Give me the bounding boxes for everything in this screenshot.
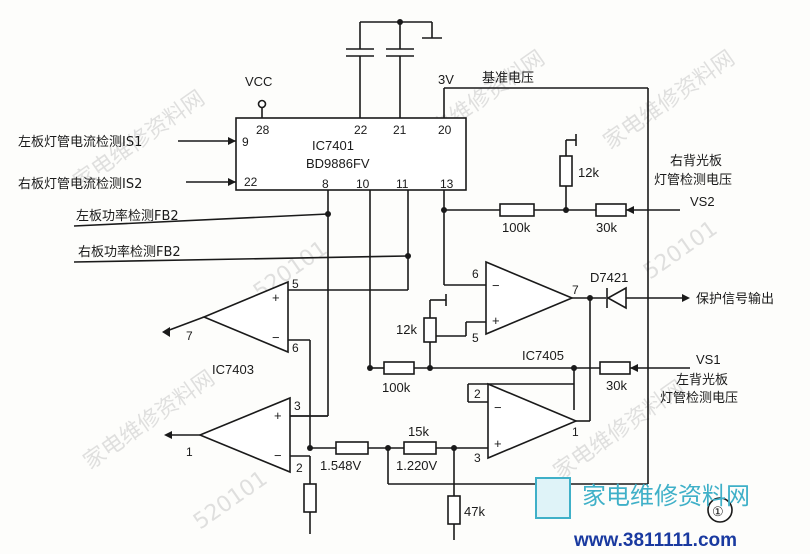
- ic7403-label: IC7403: [212, 362, 254, 377]
- watermark-number: 520101: [639, 216, 722, 285]
- ic7405-pin6: 6: [472, 267, 479, 281]
- capacitors-top: [346, 19, 442, 118]
- resistor-100k-mid-label: 100k: [382, 380, 411, 395]
- opamp-plus: +: [492, 313, 500, 328]
- pin-10: 10: [356, 177, 370, 191]
- vs1-label: VS1: [696, 352, 721, 367]
- pin-9: 9: [242, 135, 249, 149]
- fb2b-wire: [73, 255, 409, 263]
- resistor-100k-mid: [383, 361, 415, 375]
- resistor-47k: [447, 495, 461, 525]
- ic7405-pin2: 2: [474, 387, 481, 401]
- ic7401-name: IC7401: [312, 138, 354, 153]
- opamp-minus: −: [494, 400, 502, 415]
- resistor-30k-mid-label: 30k: [606, 378, 627, 393]
- pin-8: 8: [322, 177, 329, 191]
- pin-22-left: 22: [244, 175, 258, 189]
- ic7405-pin1: 1: [572, 425, 579, 439]
- resistor-100k-top-label: 100k: [502, 220, 531, 235]
- input-is2-label: 右板灯管电流检测IS2: [18, 177, 142, 192]
- watermark-text: 家电维修资料网: [599, 46, 740, 155]
- resistor-divider-1: [335, 441, 369, 455]
- input-fb2-left-label: 左板功率检测FB2: [76, 208, 179, 224]
- ic7405-label: IC7405: [522, 348, 564, 363]
- figure-number-circle: [707, 497, 733, 523]
- resistor-12k-top: [559, 155, 573, 187]
- resistor-30k-top: [595, 203, 627, 217]
- voltage-1220: 1.220V: [396, 458, 438, 473]
- vs2-arrow-icon: [626, 206, 634, 214]
- resistor-100k-top: [499, 203, 535, 217]
- ic7401-body: [235, 117, 467, 191]
- resistor-15k: [403, 441, 437, 455]
- input-is1-label: 左板灯管电流检测IS1: [18, 135, 142, 150]
- ic7403-pin7: 7: [186, 329, 193, 343]
- ic7403-opamp: [201, 280, 289, 354]
- ic7405-pin3: 3: [474, 451, 481, 465]
- opamp-plus: +: [272, 290, 280, 305]
- resistor-ground-left: [303, 483, 317, 513]
- ic7405-lower-opamp: [487, 382, 579, 460]
- resistor-30k-mid: [599, 361, 631, 375]
- opamp-minus: −: [492, 278, 500, 293]
- right-panel-label-1: 右背光板: [670, 154, 722, 169]
- brand-url: www.3811111.com: [573, 530, 737, 551]
- lower-left-opamp: [197, 396, 291, 474]
- ic7401-part: BD9886FV: [306, 156, 370, 171]
- pin-22-top: 22: [354, 123, 368, 137]
- fb2a-wire: [73, 213, 329, 227]
- vs2-label: VS2: [690, 194, 715, 209]
- lower-left-out-arrow-icon: [164, 431, 172, 439]
- right-panel-label-2: 灯管检测电压: [654, 173, 732, 188]
- pin-28: 28: [256, 123, 270, 137]
- pin-13: 13: [440, 177, 454, 191]
- resistor-12k-top-label: 12k: [578, 165, 599, 180]
- brand-logo: 家电维修资料网 www.3811111.com: [535, 477, 750, 551]
- resistor-47k-label: 47k: [464, 504, 485, 519]
- ic7405-upper-opamp: [485, 260, 575, 336]
- is2-arrow-icon: [228, 178, 236, 186]
- ic7405-pin7: 7: [572, 283, 579, 297]
- opamp-minus: −: [272, 330, 280, 345]
- left-panel-label-2: 灯管检测电压: [660, 391, 738, 406]
- watermark-text: 家电维修资料网: [79, 366, 220, 475]
- lower-left-pin1: 1: [186, 445, 193, 459]
- opamp-plus: +: [494, 436, 502, 451]
- ref-voltage: 3V: [438, 72, 454, 87]
- pin-21: 21: [393, 123, 407, 137]
- vcc-label: VCC: [245, 74, 272, 89]
- resistor-12k-mid: [423, 317, 437, 343]
- resistor-15k-label: 15k: [408, 424, 429, 439]
- ic7403-pin5: 5: [292, 277, 299, 291]
- diode-d7421: [606, 286, 627, 310]
- ic7403-out-arrow-icon: [162, 327, 170, 337]
- voltage-1548: 1.548V: [320, 458, 362, 473]
- figure-number: ①: [712, 504, 724, 519]
- pin-11: 11: [396, 177, 409, 191]
- ref-label: 基准电压: [482, 71, 534, 86]
- brand-logo-icon: [535, 477, 571, 519]
- opamp-minus: −: [274, 448, 282, 463]
- output-label: 保护信号输出: [696, 291, 774, 307]
- resistor-12k-mid-label: 12k: [396, 322, 417, 337]
- input-fb2-right-label: 右板功率检测FB2: [78, 244, 181, 260]
- diode-label: D7421: [590, 270, 628, 285]
- lower-left-pin3: 3: [294, 399, 301, 413]
- lower-left-pin2: 2: [296, 461, 303, 475]
- is1-arrow-icon: [228, 137, 236, 145]
- brand-text: 家电维修资料网: [582, 482, 750, 510]
- vs1-arrow-icon: [630, 364, 638, 372]
- watermark-number: 520101: [189, 466, 272, 535]
- left-panel-label-1: 左背光板: [676, 373, 728, 388]
- ic7403-pin6: 6: [292, 341, 299, 355]
- vcc-terminal: [257, 99, 267, 109]
- output-arrow-icon: [682, 294, 690, 302]
- ic7405-pin5: 5: [472, 331, 479, 345]
- opamp-plus: +: [274, 408, 282, 423]
- pin-20: 20: [438, 123, 452, 137]
- resistor-30k-top-label: 30k: [596, 220, 617, 235]
